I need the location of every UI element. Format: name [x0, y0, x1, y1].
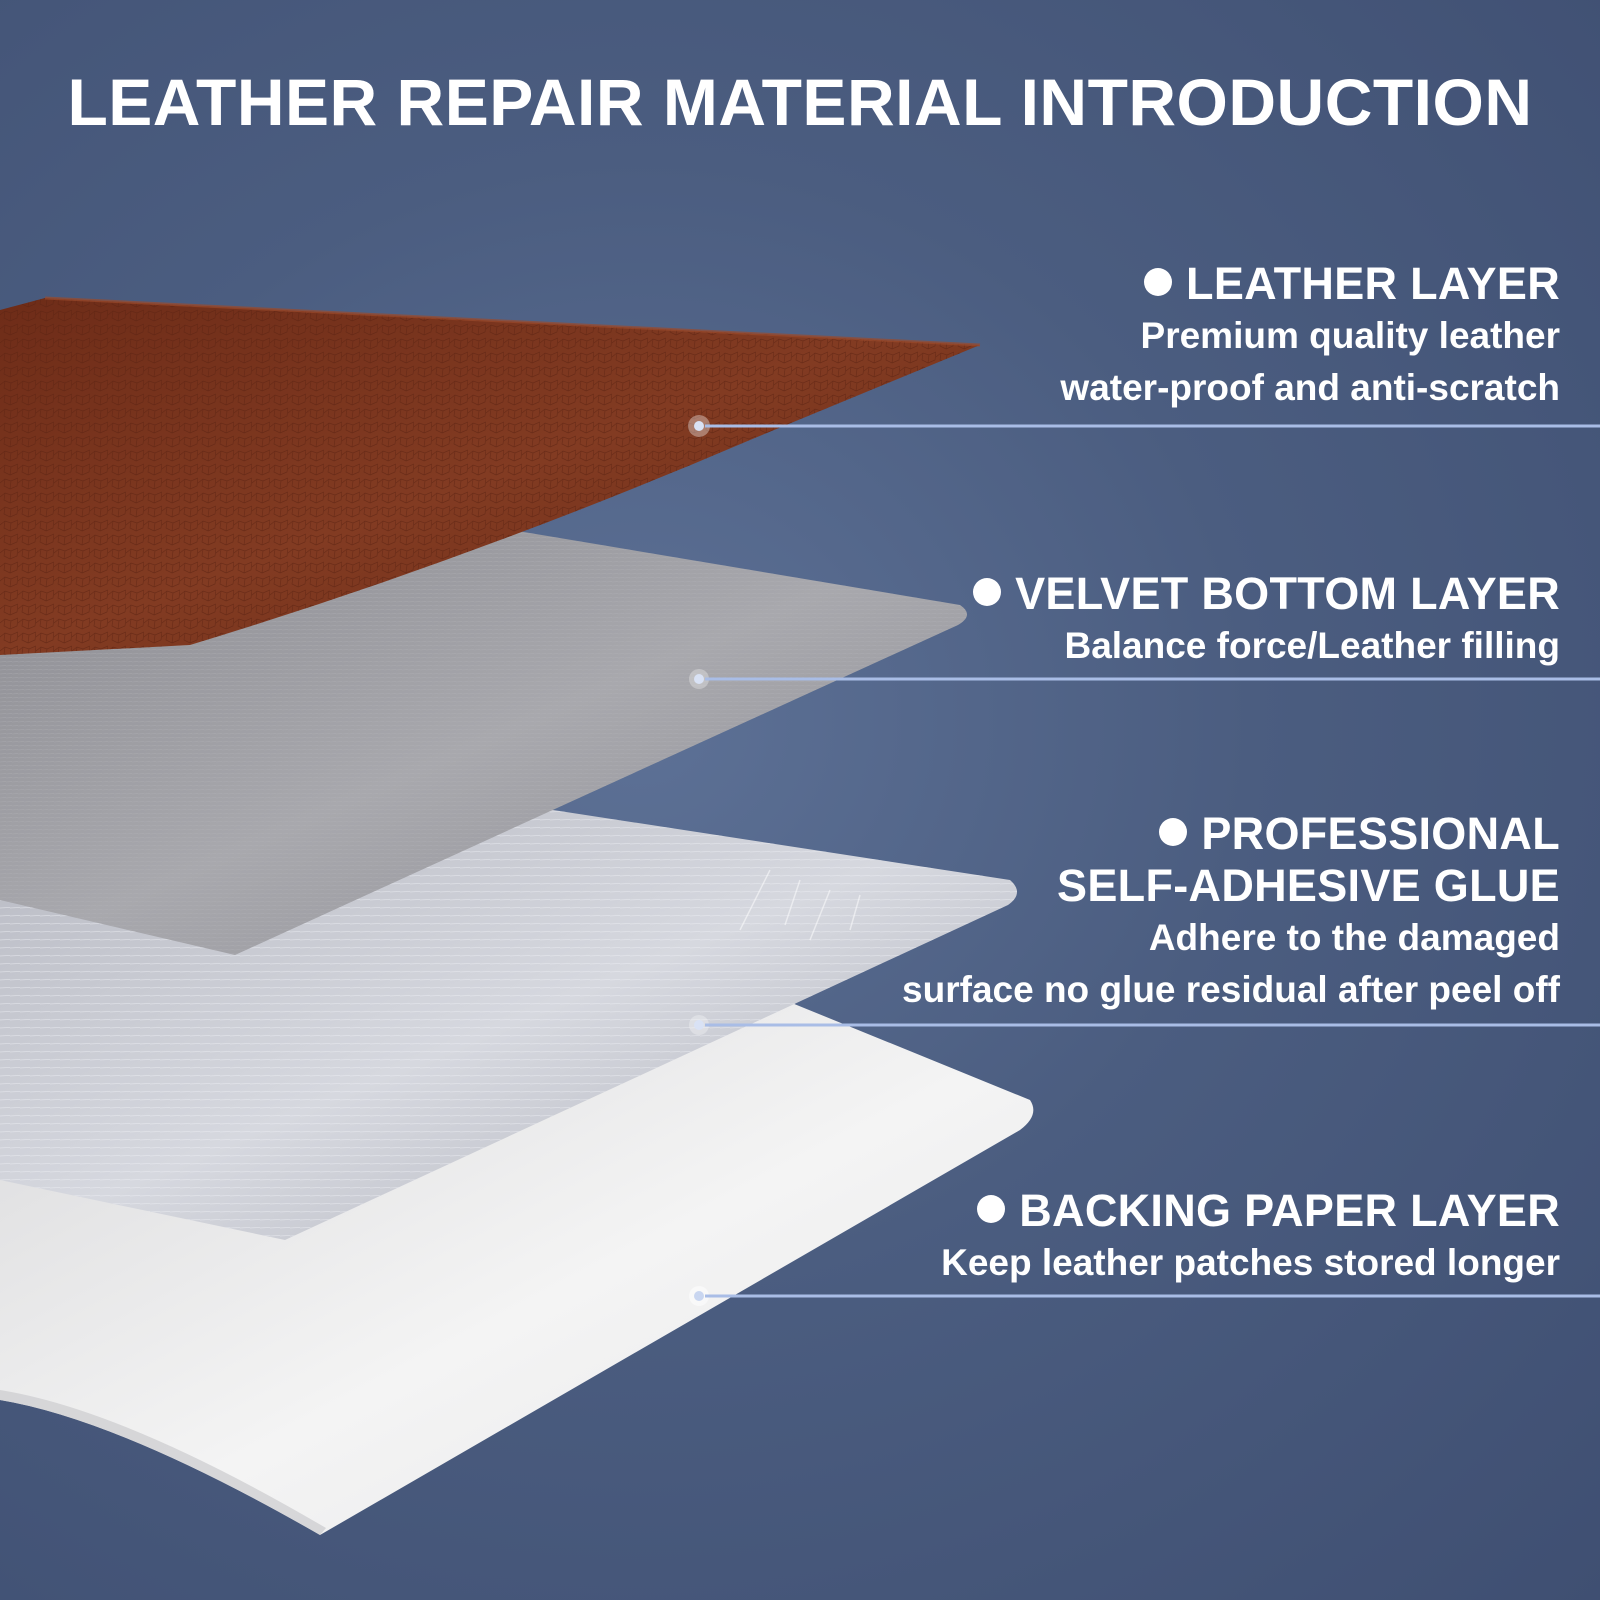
pointer-line-backing	[689, 1286, 1600, 1306]
callout-leather-layer: LEATHER LAYER Premium quality leather wa…	[1060, 258, 1560, 414]
bullet-icon	[973, 578, 1002, 606]
callout-heading: PROFESSIONAL	[902, 808, 1560, 860]
callout-heading: BACKING PAPER LAYER	[941, 1185, 1560, 1237]
callout-desc: Keep leather patches stored longer	[941, 1242, 1560, 1283]
callout-desc: water-proof and anti-scratch	[1060, 367, 1560, 408]
callout-backing-paper-layer: BACKING PAPER LAYER Keep leather patches…	[941, 1185, 1560, 1289]
callout-title-line2: SELF-ADHESIVE GLUE	[1057, 860, 1560, 911]
callout-title: VELVET BOTTOM LAYER	[1015, 568, 1560, 619]
callout-glue-layer: PROFESSIONAL SELF-ADHESIVE GLUE Adhere t…	[902, 808, 1560, 1016]
callout-velvet-layer: VELVET BOTTOM LAYER Balance force/Leathe…	[973, 568, 1560, 672]
callout-heading: VELVET BOTTOM LAYER	[973, 568, 1560, 620]
callout-desc: Premium quality leather	[1140, 315, 1560, 356]
callout-title: LEATHER LAYER	[1186, 258, 1560, 309]
pointer-line-glue	[689, 1015, 1600, 1035]
pointer-line-leather	[688, 415, 1600, 437]
callout-desc: Balance force/Leather filling	[1064, 625, 1560, 666]
callout-desc: surface no glue residual after peel off	[902, 969, 1560, 1010]
bullet-icon	[977, 1195, 1006, 1223]
bullet-icon	[1144, 268, 1173, 296]
callout-desc: Adhere to the damaged	[1148, 917, 1560, 958]
page-title: LEATHER REPAIR MATERIAL INTRODUCTION	[67, 65, 1533, 139]
callout-title: PROFESSIONAL	[1201, 808, 1560, 859]
callout-title: BACKING PAPER LAYER	[1019, 1185, 1560, 1236]
pointer-line-velvet	[689, 669, 1600, 689]
bullet-icon	[1159, 818, 1188, 846]
callout-heading: LEATHER LAYER	[1060, 258, 1560, 310]
